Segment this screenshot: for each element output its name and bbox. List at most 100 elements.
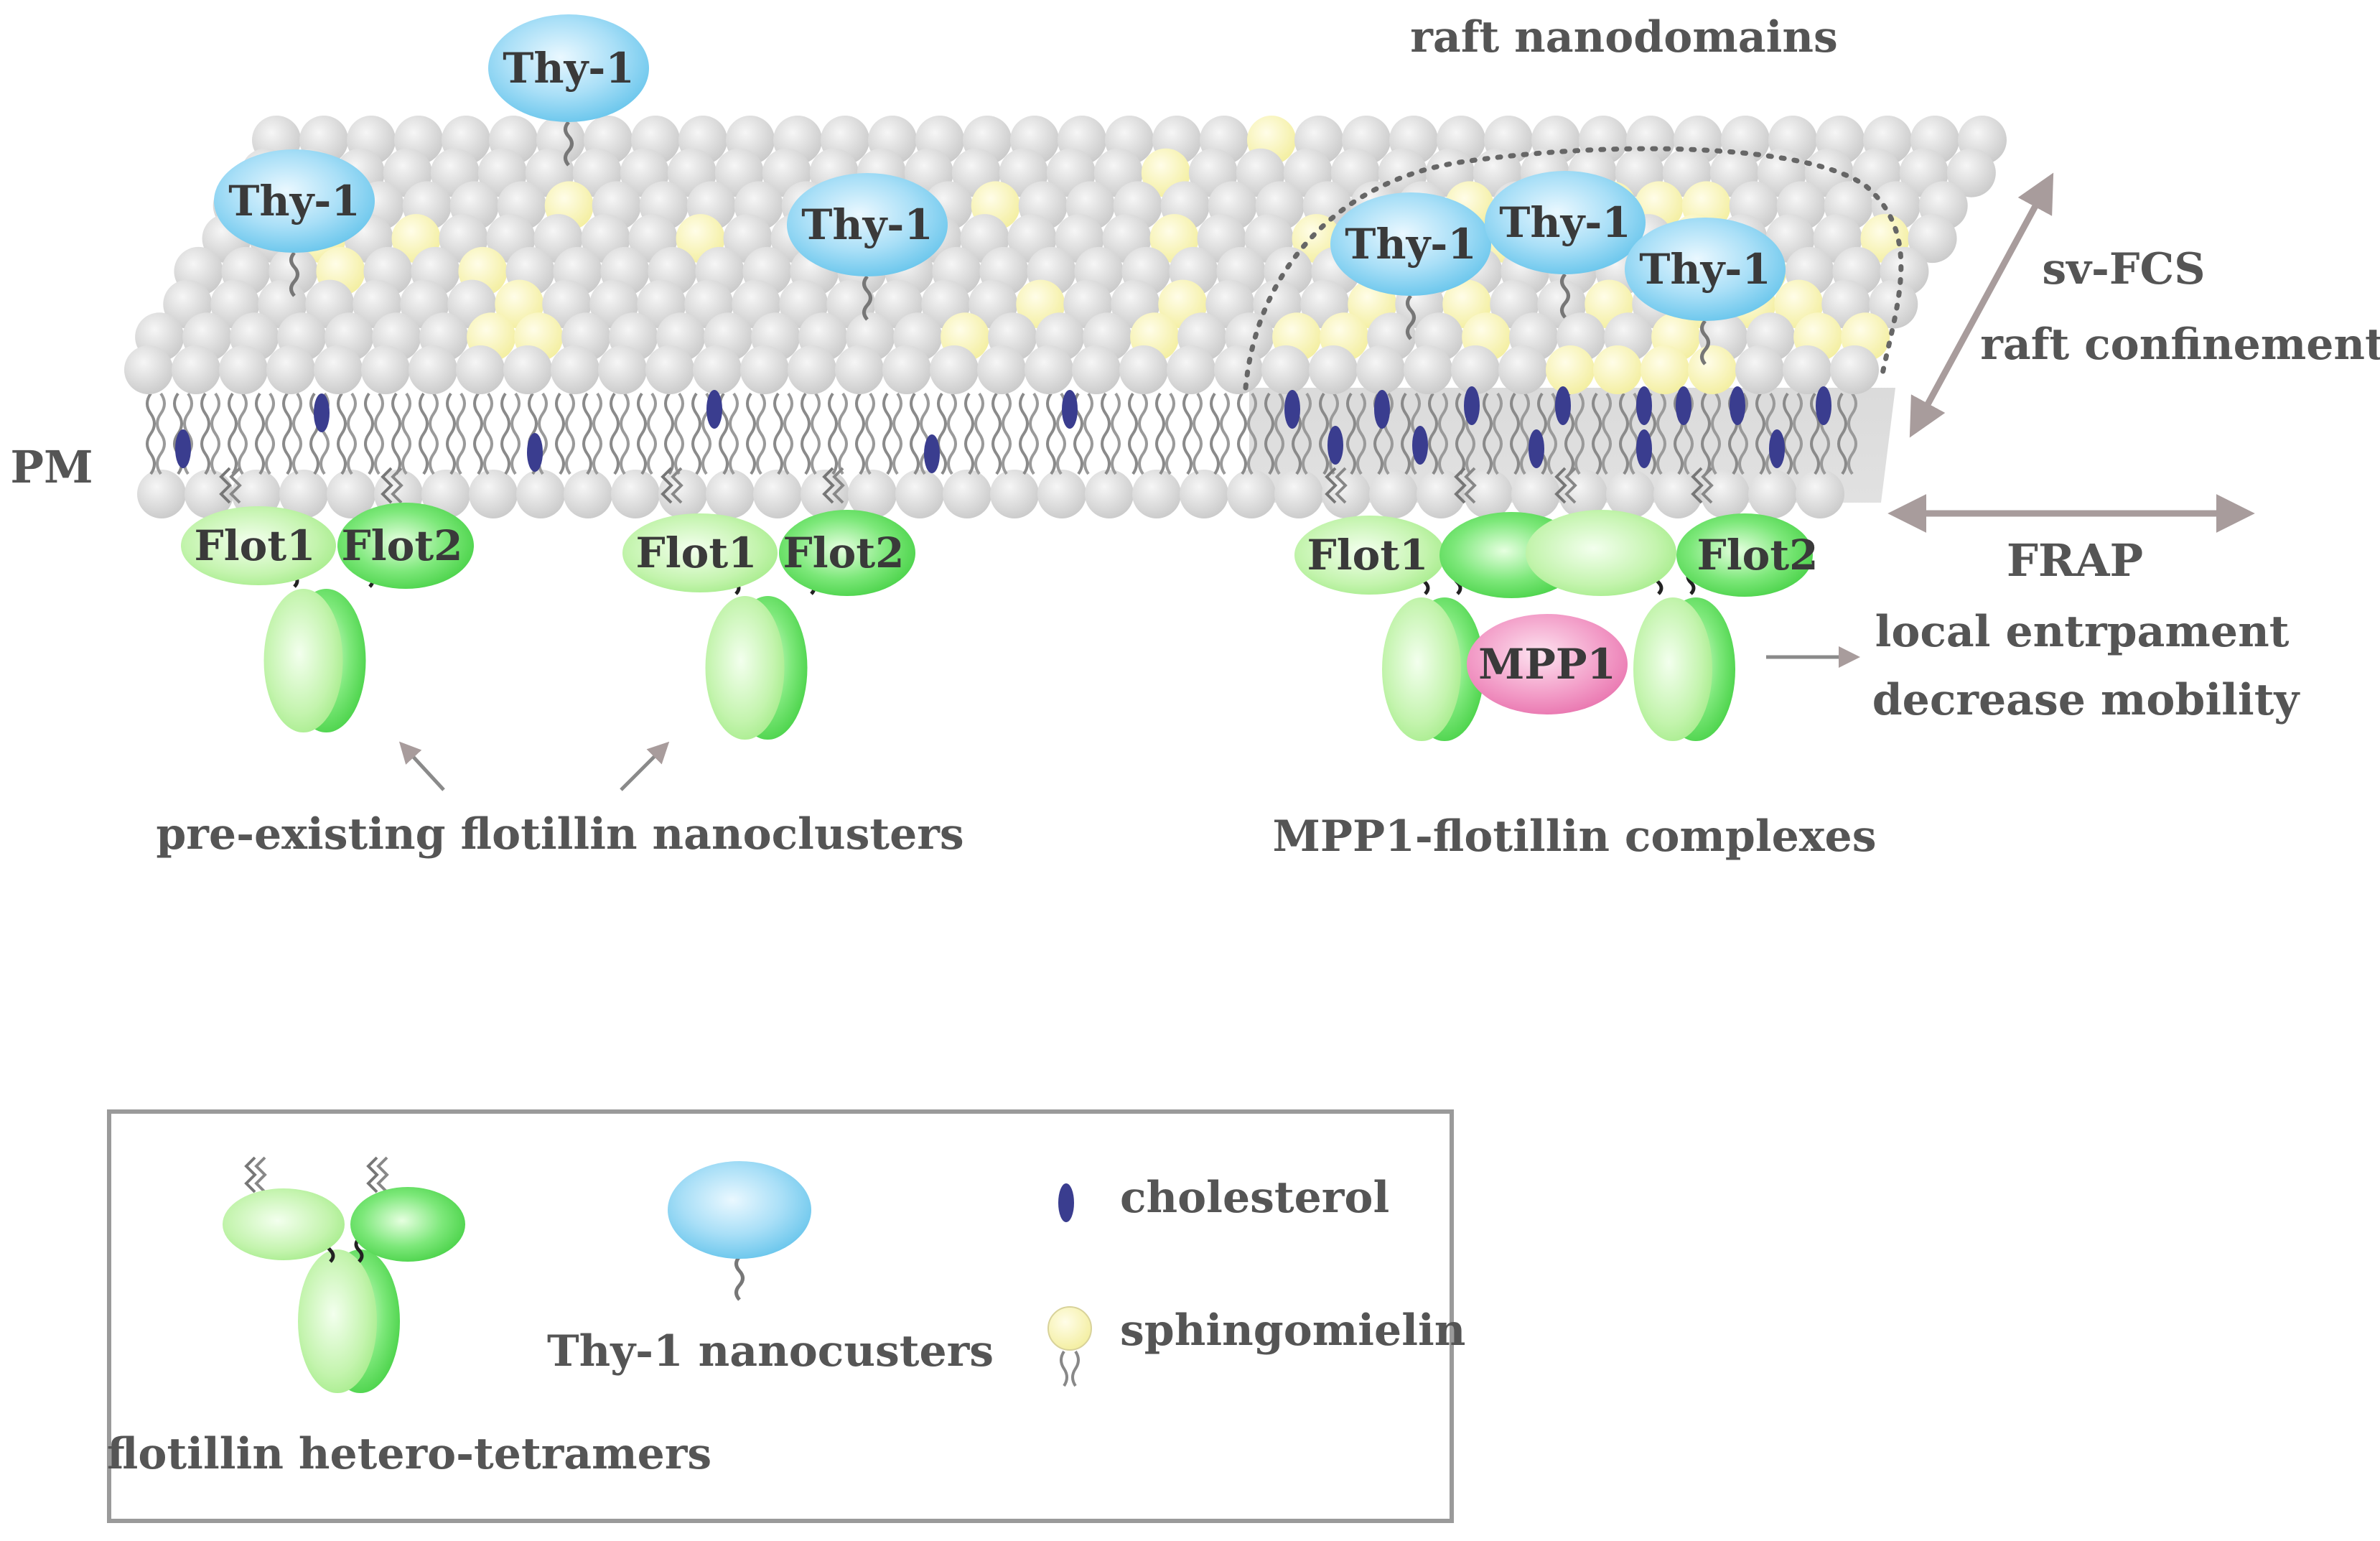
cholesterol (1555, 386, 1571, 425)
lipid-head (421, 470, 470, 518)
lipid-tail (555, 392, 565, 475)
cholesterol (1412, 426, 1428, 465)
lipid-head (1511, 470, 1560, 518)
lipid-tail (347, 392, 357, 475)
thy1-label: Thy-1 (1345, 220, 1476, 269)
palmitoyl-anchor (661, 467, 673, 504)
lipid-tail (1029, 392, 1039, 475)
sv-fcs-arrow (1909, 172, 2054, 438)
lipid-tail (1674, 392, 1684, 475)
lipid-tail (337, 392, 347, 475)
lipid-tail (1356, 392, 1366, 475)
cholesterol (1816, 386, 1831, 425)
gpi-anchor (734, 1255, 745, 1301)
lipid-head (124, 345, 173, 394)
flotillin-subunit (705, 596, 785, 740)
mpp1-label: MPP1 (1478, 640, 1616, 689)
lipid-tail (1537, 392, 1547, 475)
lipid-head (706, 470, 755, 518)
lipid-tail (910, 392, 920, 475)
lipid-tail (1574, 392, 1585, 475)
lipid-tail (773, 392, 783, 475)
sphingomyelin-head (1688, 345, 1737, 394)
palmitoyl-anchor (1464, 467, 1477, 504)
lipid-tail (991, 392, 1002, 475)
palmitoyl-anchor (391, 467, 403, 504)
lipid-head (1464, 470, 1513, 518)
gpi-anchor (289, 251, 299, 297)
lipid-head (1356, 345, 1405, 394)
lipid-tail (664, 392, 674, 475)
lipid-head (327, 470, 375, 518)
lipid-head (693, 345, 742, 394)
thy1-body (668, 1161, 811, 1259)
cholesterol (1327, 426, 1343, 465)
lipid-tail (920, 392, 930, 475)
palmitoyl-anchor (1564, 467, 1577, 504)
cholesterol (1062, 390, 1078, 429)
local-entrapment-label: local entrpament (1875, 607, 2290, 657)
cholesterol (1636, 429, 1652, 468)
lipid-tail (1592, 392, 1602, 475)
lipid-head (895, 470, 944, 518)
legend-cholesterol-label: cholesterol (1120, 1173, 1389, 1223)
pre-existing-nanoclusters-label: pre-existing flotillin nanoclusters (156, 809, 963, 860)
lipid-head (1227, 470, 1276, 518)
lipid-head (1451, 345, 1500, 394)
lipid-tail (882, 392, 892, 475)
lipid-tail (1193, 392, 1203, 475)
flot1-label: Flot1 (194, 521, 315, 570)
lipid-tail (1165, 392, 1175, 475)
lipid-head (219, 345, 268, 394)
lipid-tail (228, 392, 238, 475)
lipid-head (943, 470, 991, 518)
flotillin-subunit (1633, 597, 1712, 741)
thy1-label: Thy-1 (1499, 198, 1630, 247)
thy1-protein: Thy-1 (1625, 218, 1786, 366)
lipid-tail (200, 392, 210, 475)
mpp1-protein (1467, 614, 1628, 714)
thy1-label: Thy-1 (503, 44, 634, 93)
lipid-tail (1071, 1350, 1080, 1387)
lipid-head (516, 470, 565, 518)
lipid-tail (1656, 392, 1666, 475)
lipid-tail (855, 392, 865, 475)
thy1-protein: Thy-1 (488, 14, 649, 167)
lipid-head (930, 345, 979, 394)
lipid-tail (1264, 392, 1274, 475)
gpi-anchor (1406, 294, 1416, 340)
lipid-head (137, 470, 186, 518)
decrease-mobility-label: decrease mobility (1872, 675, 2301, 725)
cholesterol-molecules (175, 386, 1831, 473)
lipid-tail (446, 392, 456, 475)
flot2-label: Flot2 (341, 521, 462, 570)
lipid-tail (746, 392, 756, 475)
lipid-tail (1701, 392, 1711, 475)
lipid-tail (937, 392, 947, 475)
lipid-tail (974, 392, 984, 475)
palmitoyl-anchor (229, 467, 242, 504)
lipid-tail (1793, 392, 1803, 475)
sphingomyelin-head (1641, 345, 1689, 394)
legend-cholesterol-icon (1058, 1183, 1074, 1222)
flot1-label: Flot1 (635, 529, 757, 577)
lipid-head (1796, 470, 1844, 518)
lipid-tail (1002, 392, 1012, 475)
lipid-tail (783, 392, 793, 475)
lipid-head (314, 345, 363, 394)
lipid-head (740, 345, 789, 394)
cholesterol (1676, 386, 1691, 425)
flotillin-subunit (263, 589, 343, 732)
lipid-tail (456, 392, 466, 475)
flot1-subunit (181, 506, 336, 585)
lipid-head (1132, 470, 1181, 518)
lipid-tail (892, 392, 902, 475)
lipid-tail (1111, 392, 1121, 475)
cholesterol (1284, 390, 1300, 429)
lipid-head (456, 345, 505, 394)
lipid-tail (1128, 392, 1138, 475)
lipid-tail (729, 392, 739, 475)
lipid-head (1037, 470, 1086, 518)
flot2-label: Flot2 (783, 529, 904, 577)
legend-flotillin-icon (223, 1156, 465, 1393)
